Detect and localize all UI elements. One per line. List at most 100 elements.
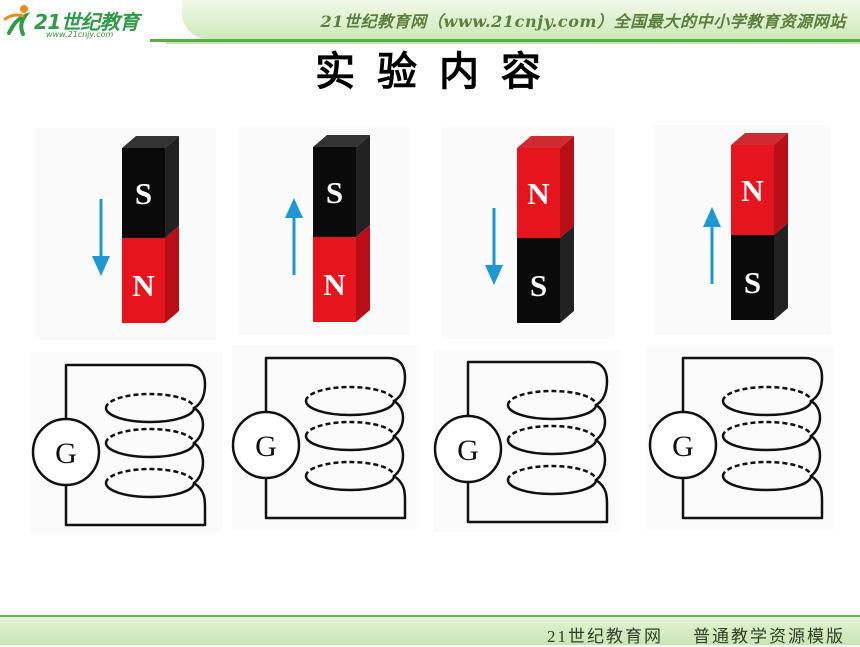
magnet-upper-pole	[517, 148, 560, 238]
magnet-top-face	[122, 136, 179, 148]
galvanometer-circuit: G	[231, 356, 407, 520]
bar-magnet: S N	[313, 135, 370, 322]
coil-loop-back	[304, 460, 396, 477]
magnet-lower-side	[560, 226, 574, 323]
coil-loop-back	[506, 389, 598, 406]
coil-loop-back	[104, 427, 196, 444]
magnet-upper-label: N	[527, 176, 549, 211]
banner-text: 21世纪教育网（www.21cnjy.com）全国最大的中小学教育资源网站	[320, 12, 846, 31]
coil-loop-front	[304, 435, 396, 452]
galvanometer	[648, 410, 718, 480]
circuit-figure-background	[30, 352, 222, 534]
experiment-1: S N G	[30, 128, 222, 534]
magnet-lower-label: S	[744, 265, 761, 300]
runner-logo-icon	[3, 5, 31, 36]
coil-loop-front	[506, 404, 598, 421]
footer-template-name: 普通教学资源模版	[693, 627, 845, 646]
bar-magnet: N S	[517, 136, 574, 323]
logo-text: 21世纪教育	[34, 10, 139, 34]
magnet-lower-label: N	[323, 267, 345, 302]
header-divider	[150, 39, 860, 42]
coil-loop-front	[304, 400, 396, 417]
coil-loop-back	[721, 385, 813, 402]
experiment-2: S N G	[231, 127, 417, 530]
coil	[721, 385, 813, 492]
coil-loop-back	[104, 392, 196, 409]
magnet-lower-side	[356, 225, 370, 322]
magnet-top-face	[731, 133, 788, 145]
magnet-figure-background	[36, 128, 216, 340]
coil-loop-back	[304, 420, 396, 437]
coil-loop-front	[721, 400, 813, 417]
magnet-upper-side	[560, 136, 574, 238]
coil	[304, 385, 396, 492]
galvanometer-label: G	[55, 437, 77, 470]
coil	[506, 389, 598, 496]
coil-loop-back	[104, 467, 196, 484]
experiment-4: N S G	[646, 125, 834, 530]
slide-title: 实 验 内 容	[315, 49, 545, 95]
arrow-head	[285, 198, 303, 218]
coil-loop-back	[506, 464, 598, 481]
arrow-up-icon	[285, 198, 303, 275]
arrow-head	[485, 265, 503, 285]
magnet-upper-label: N	[741, 173, 763, 208]
magnet-lower-pole	[313, 237, 356, 322]
logo-body	[7, 11, 31, 36]
galvanometer-circuit: G	[648, 356, 824, 520]
coil-loop-back	[721, 420, 813, 437]
arrow-head	[703, 207, 721, 227]
coil-loop-back	[304, 385, 396, 402]
arrow-down-icon	[485, 208, 503, 285]
magnet-upper-label: S	[135, 176, 152, 211]
coil-loop-front	[304, 475, 396, 492]
circuit-wire	[264, 356, 407, 520]
magnet-lower-side	[165, 226, 179, 323]
magnet-lower-side	[774, 223, 788, 320]
magnet-figure-background	[654, 125, 830, 335]
coil-loop-front	[104, 442, 196, 459]
circuit-wire	[64, 363, 207, 527]
site-logo: 21世纪教育 www.21cnjy.com	[0, 0, 176, 44]
galvanometer-circuit: G	[433, 360, 609, 524]
galvanometer	[433, 414, 503, 484]
circuit-figure-background	[232, 345, 417, 530]
circuit-figure-background	[646, 346, 834, 530]
magnet-upper-pole	[122, 148, 165, 238]
coil-loop-front	[506, 439, 598, 456]
galvanometer	[31, 417, 101, 487]
footer-site-name: 21世纪教育网	[547, 627, 663, 646]
magnet-lower-pole	[517, 238, 560, 323]
magnet-top-face	[313, 135, 370, 147]
experiment-3: N S G	[433, 127, 620, 532]
coil-loop-front	[506, 479, 598, 496]
arrow-up-icon	[703, 207, 721, 284]
circuit-wire	[681, 356, 824, 520]
coil-loop-back	[721, 460, 813, 477]
header-divider-light	[166, 42, 860, 44]
bar-magnet: S N	[122, 136, 179, 323]
slide-header: 21世纪教育 www.21cnjy.com 21世纪教育网（www.21cnjy…	[0, 0, 860, 46]
coil-loop-back	[506, 424, 598, 441]
header-banner: 21世纪教育网（www.21cnjy.com）全国最大的中小学教育资源网站	[182, 0, 860, 39]
magnet-upper-side	[774, 133, 788, 235]
magnet-upper-pole	[731, 145, 774, 235]
galvanometer	[231, 410, 301, 480]
magnet-upper-pole	[313, 147, 356, 237]
circuit-wire	[466, 360, 609, 524]
magnet-upper-label: S	[326, 175, 343, 210]
slide-footer: 21世纪教育网 普通教学资源模版	[0, 615, 860, 646]
coil-loop-front	[721, 475, 813, 492]
arrow-head	[92, 256, 110, 276]
logo-head	[20, 5, 28, 13]
magnet-figure-background	[238, 127, 410, 335]
logo-arm	[3, 13, 25, 21]
galvanometer-label: G	[672, 430, 694, 463]
magnet-upper-side	[356, 135, 370, 237]
magnet-figure-background	[442, 127, 614, 339]
circuit-figure-background	[434, 350, 620, 532]
coil-loop-front	[104, 407, 196, 424]
magnet-lower-pole	[731, 235, 774, 320]
galvanometer-circuit: G	[31, 363, 207, 527]
logo-url: www.21cnjy.com	[46, 30, 114, 39]
